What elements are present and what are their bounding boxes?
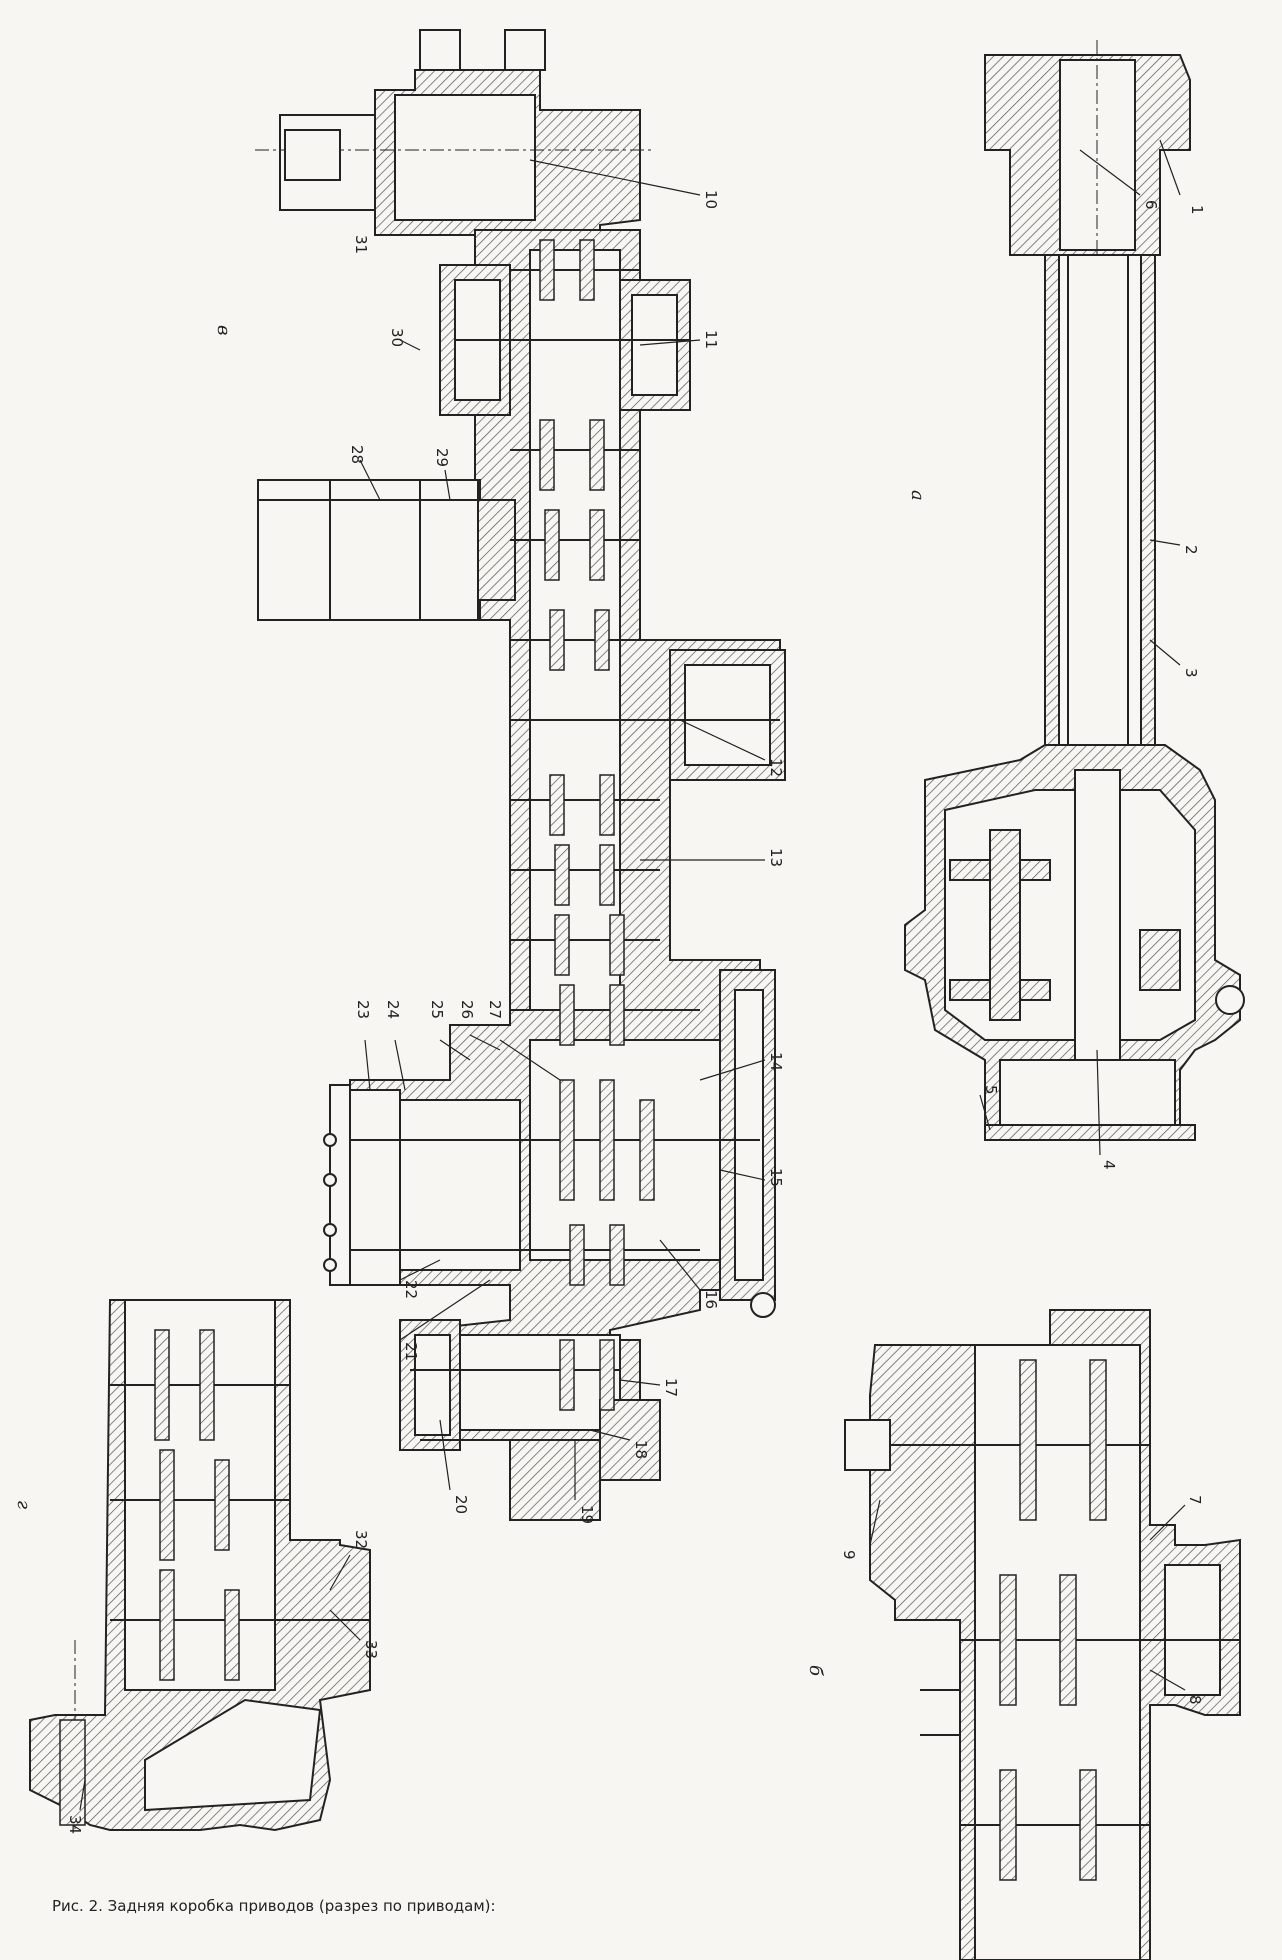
part-label-12: 12 [767, 758, 785, 777]
figure-caption: Рис. 2. Задняя коробка приводов (разрез … [52, 1897, 496, 1915]
part-label-25: 25 [428, 1000, 446, 1019]
part-label-13: 13 [767, 848, 785, 867]
part-label-3: 3 [1182, 668, 1200, 678]
leader-lines [79, 139, 1186, 1811]
view-b-gearbox [844, 1309, 1241, 1960]
part-label-33: 33 [362, 1640, 380, 1659]
part-label-28: 28 [348, 445, 366, 464]
part-label-4: 4 [1100, 1160, 1118, 1170]
part-label-15: 15 [767, 1168, 785, 1187]
view-v-main-housing [255, 29, 786, 1521]
part-label-1: 1 [1188, 205, 1206, 215]
part-label-6: 6 [1142, 200, 1160, 210]
part-label-9: 9 [840, 1550, 858, 1560]
part-label-23: 23 [354, 1000, 372, 1019]
part-label-14: 14 [767, 1052, 785, 1071]
view-g-gearbox [29, 1299, 371, 1832]
part-label-27: 27 [486, 1000, 504, 1019]
part-label-10: 10 [702, 190, 720, 209]
part-label-24: 24 [384, 1000, 402, 1019]
part-label-22: 22 [402, 1280, 420, 1299]
view-label-a: а [907, 490, 928, 501]
part-label-16: 16 [702, 1290, 720, 1309]
part-label-30: 30 [388, 328, 406, 347]
part-label-32: 32 [352, 1530, 370, 1549]
part-label-5: 5 [982, 1085, 1000, 1095]
view-label-b: б [805, 1665, 826, 1677]
part-label-26: 26 [458, 1000, 476, 1019]
part-label-21: 21 [402, 1342, 420, 1361]
part-label-7: 7 [1186, 1495, 1204, 1505]
view-label-g: г [13, 1500, 34, 1509]
part-label-20: 20 [452, 1495, 470, 1514]
view-label-v: в [213, 325, 234, 335]
part-label-2: 2 [1182, 545, 1200, 555]
part-label-8: 8 [1186, 1695, 1204, 1705]
view-a-tube-drive [904, 40, 1245, 1141]
part-label-34: 34 [66, 1815, 84, 1834]
part-label-17: 17 [662, 1378, 680, 1397]
part-label-11: 11 [702, 330, 720, 349]
part-label-31: 31 [352, 235, 370, 254]
part-label-19: 19 [578, 1505, 596, 1524]
part-label-29: 29 [433, 448, 451, 467]
part-label-18: 18 [632, 1440, 650, 1459]
